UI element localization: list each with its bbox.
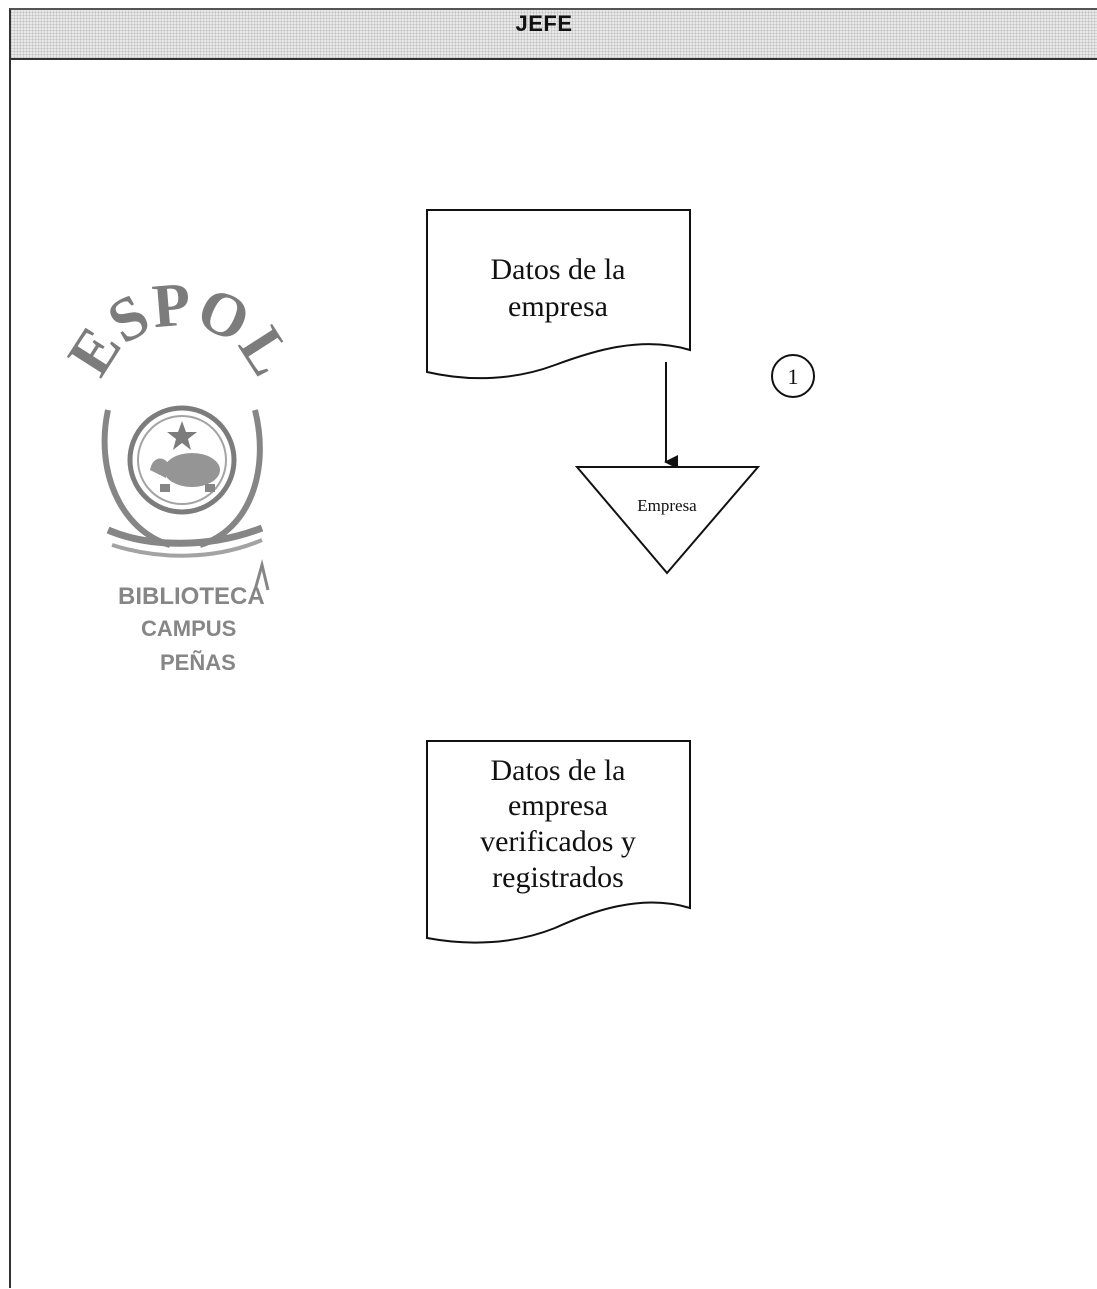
svg-text:ESPOL: ESPOL: [55, 270, 305, 387]
document-2-line-2: empresa: [508, 789, 608, 822]
document-1-line-1: Datos de la: [491, 253, 626, 286]
svg-text:PEÑAS: PEÑAS: [160, 650, 236, 675]
svg-text:BIBLIOTECA: BIBLIOTECA: [118, 583, 265, 610]
connector-1: 1: [771, 354, 815, 398]
svg-text:verificados y: verificados y: [480, 825, 636, 858]
archive-triangle: Empresa: [574, 466, 761, 575]
document-outline: [426, 209, 691, 380]
svg-text:CAMPUS: CAMPUS: [141, 616, 236, 641]
svg-text:empresa: empresa: [508, 290, 608, 323]
svg-text:Datos de la: Datos de la: [491, 253, 626, 286]
svg-text:Datos de la: Datos de la: [491, 754, 626, 787]
swimlane-title: JEFE: [515, 11, 573, 36]
document-1-line-2: empresa: [508, 290, 608, 323]
archive-outline: [574, 466, 761, 575]
document-outline: [426, 740, 691, 944]
library-stamp: ESPOL BIBLIOTECA CAMPUS PEÑAS: [55, 270, 305, 675]
svg-text:empresa: empresa: [508, 789, 608, 822]
connector-label: 1: [788, 364, 799, 389]
swimlane: [9, 8, 1097, 1288]
connector-circle: [771, 354, 815, 398]
swimlane-header: [11, 10, 1097, 60]
document-shape-verified-data: Datos de la empresa verificados y regist…: [426, 740, 691, 944]
svg-text:registrados: registrados: [492, 861, 624, 894]
document-2-line-3: verificados y: [480, 825, 636, 858]
document-2-line-4: registrados: [492, 861, 624, 894]
archive-label: Empresa: [637, 496, 697, 515]
document-shape-company-data: Datos de la empresa: [426, 209, 691, 380]
document-2-line-1: Datos de la: [491, 754, 626, 787]
